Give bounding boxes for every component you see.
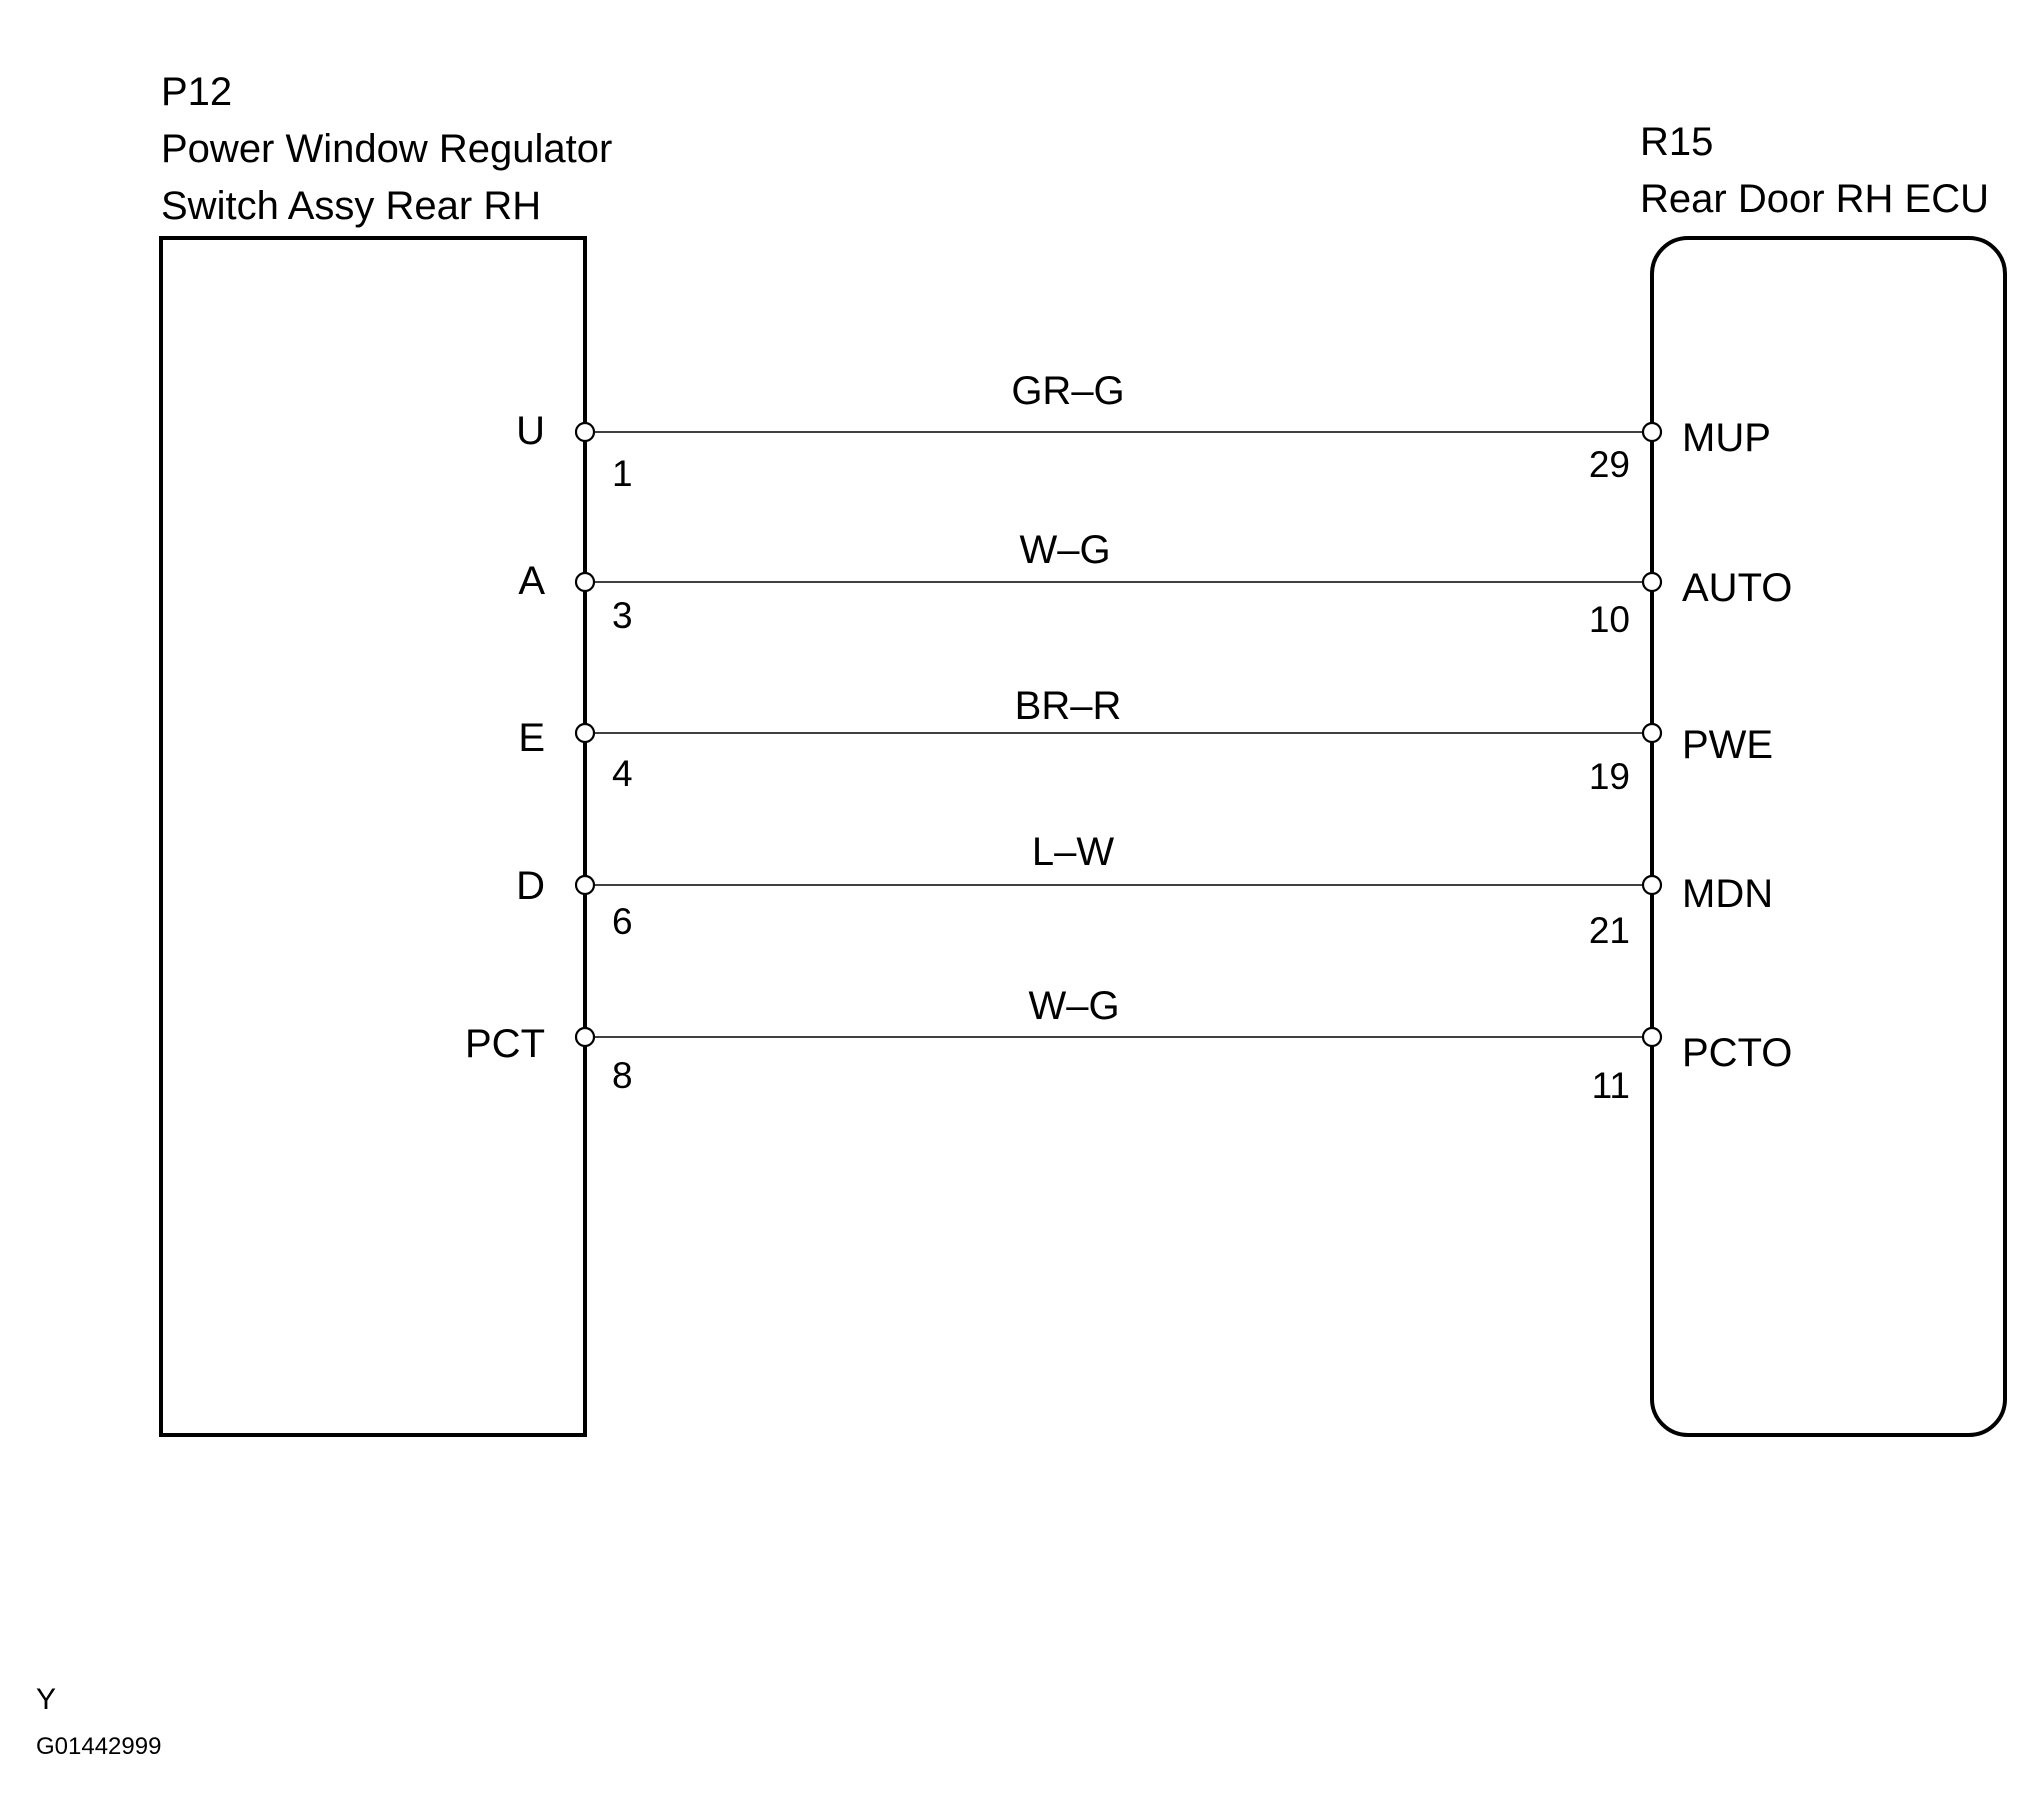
left-terminal-label: PCT (465, 1022, 545, 1066)
right-terminal-dot (1641, 874, 1663, 896)
right-terminal-label: MUP (1682, 416, 1771, 460)
right-pin-number: 19 (1589, 756, 1630, 797)
wire-color-label: BR–R (1015, 684, 1122, 728)
right-terminal-dot (1641, 722, 1663, 744)
right-terminal-label: PWE (1682, 723, 1773, 767)
connection-row: PCT 8 W–G 11 PCTO (465, 984, 1792, 1106)
right-component-box (1650, 236, 2007, 1437)
figure-code: G01442999 (36, 1733, 161, 1760)
left-pin-number: 1 (612, 453, 633, 494)
left-terminal-label: E (518, 716, 545, 760)
left-terminal-dot (574, 1026, 596, 1048)
left-component-code: P12 (161, 70, 232, 114)
left-terminal-dot (574, 722, 596, 744)
connection-row: A 3 W–G 10 AUTO (518, 528, 1792, 640)
footer-letter: Y (36, 1683, 56, 1716)
left-component-box (159, 236, 587, 1437)
wire-color-label: W–G (1028, 984, 1119, 1028)
left-terminal-label: D (516, 864, 545, 908)
left-pin-number: 4 (612, 753, 633, 794)
left-terminal-dot (574, 571, 596, 593)
right-pin-number: 29 (1589, 444, 1630, 485)
right-component-code: R15 (1640, 120, 1713, 164)
wire-color-label: L–W (1032, 830, 1114, 874)
wire-color-label: W–G (1019, 528, 1110, 572)
right-pin-number: 21 (1589, 910, 1630, 951)
left-terminal-dot (574, 874, 596, 896)
left-terminal-label: U (516, 409, 545, 453)
right-terminal-label: AUTO (1682, 566, 1792, 610)
left-terminal-dot (574, 421, 596, 443)
right-terminal-label: PCTO (1682, 1031, 1792, 1075)
left-pin-number: 8 (612, 1055, 633, 1096)
right-pin-number: 11 (1592, 1065, 1630, 1106)
right-terminal-dot (1641, 1026, 1663, 1048)
right-terminal-dot (1641, 571, 1663, 593)
left-pin-number: 3 (612, 595, 633, 636)
connection-row: D 6 L–W 21 MDN (516, 830, 1773, 951)
left-component-name-line1: Power Window Regulator (161, 127, 612, 171)
wire-color-label: GR–G (1011, 369, 1124, 413)
right-pin-number: 10 (1589, 599, 1630, 640)
right-terminal-dot (1641, 421, 1663, 443)
right-component-name-line1: Rear Door RH ECU (1640, 177, 1989, 221)
right-terminal-label: MDN (1682, 872, 1773, 916)
left-component-name-line2: Switch Assy Rear RH (161, 184, 541, 228)
connection-row: U 1 GR–G 29 MUP (516, 369, 1771, 494)
left-pin-number: 6 (612, 901, 633, 942)
left-terminal-label: A (518, 559, 545, 603)
connection-row: E 4 BR–R 19 PWE (518, 684, 1773, 797)
